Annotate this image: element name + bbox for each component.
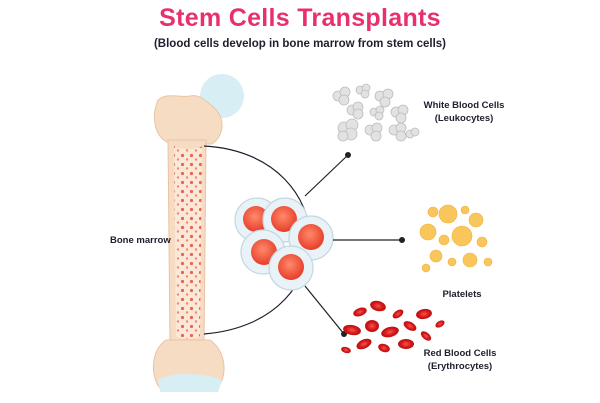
connector-dot-platelets [399,237,405,243]
platelet [419,223,437,241]
wbc-cluster [355,83,371,99]
stem-cell [268,245,314,291]
platelet [427,206,439,218]
bone [152,74,244,392]
label-rbc-line1: Red Blood Cells [424,348,497,359]
page-subtitle: (Blood cells develop in bone marrow from… [153,38,447,50]
rbc [370,300,386,312]
bone-head [154,95,223,145]
rbc [416,308,432,320]
platelet [438,234,450,246]
platelet [468,212,484,228]
wbc-cluster [346,101,364,120]
rbc [420,331,432,341]
wbc-cluster [369,105,385,121]
platelet [451,225,473,247]
rbc [398,339,414,349]
connector-wbc [304,154,349,197]
rbc [435,320,445,328]
white-blood-cells [332,83,420,142]
label-wbc-line2: (Leukocytes) [435,113,494,124]
wbc-cluster [337,118,359,142]
label-rbc-line2: (Erythrocytes) [428,361,492,372]
label-bone-marrow: Bone marrow [110,235,171,246]
rbc [381,326,399,338]
stem-cell-cluster [234,197,334,291]
platelets-cells [419,204,493,273]
platelet [476,236,488,248]
platelet [460,205,470,215]
rbc [403,321,417,331]
wbc-cluster [405,127,420,139]
rbc [365,320,379,332]
rbc [353,307,367,317]
label-platelets: Platelets [442,289,481,300]
wbc-cluster [374,88,394,108]
rbc [356,338,372,350]
red-blood-cells [341,300,445,354]
platelet [438,204,458,224]
label-wbc-line1: White Blood Cells [424,100,505,111]
rbc [343,324,361,336]
bone-marrow-cavity [174,146,202,339]
rbc [392,309,404,319]
platelet [447,257,457,267]
rbc [378,343,390,353]
platelet [483,257,493,267]
connector-rbc [304,285,345,335]
page-title: Stem Cells Transplants [159,4,441,32]
rbc [341,346,351,354]
platelet [462,252,478,268]
connector-dot-wbc [345,152,351,158]
wbc-cluster [332,86,351,106]
bone-joint-bottom [158,374,222,392]
wbc-cluster [388,122,407,142]
wbc-cluster [364,122,383,142]
platelet [421,263,431,273]
wbc-cluster [390,104,409,124]
platelet [429,249,443,263]
